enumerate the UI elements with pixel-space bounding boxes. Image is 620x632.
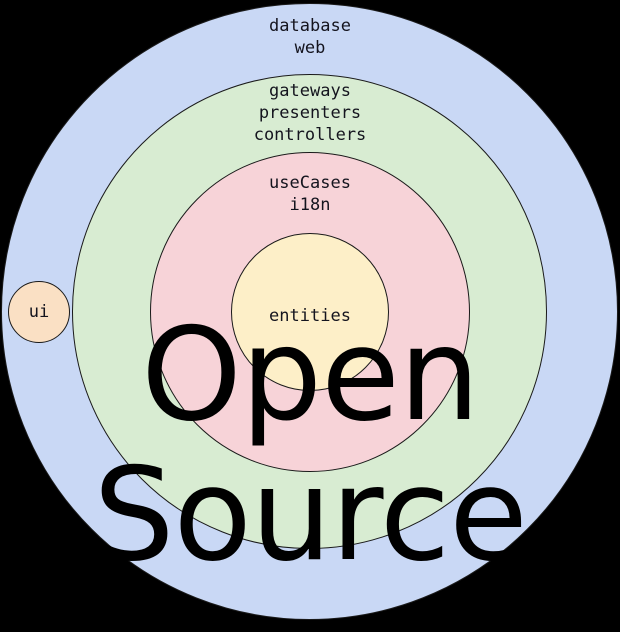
ring-entities[interactable] bbox=[231, 233, 389, 391]
ring-label-ui: ui bbox=[28, 302, 50, 322]
ring-ui-bubble[interactable] bbox=[8, 281, 70, 343]
